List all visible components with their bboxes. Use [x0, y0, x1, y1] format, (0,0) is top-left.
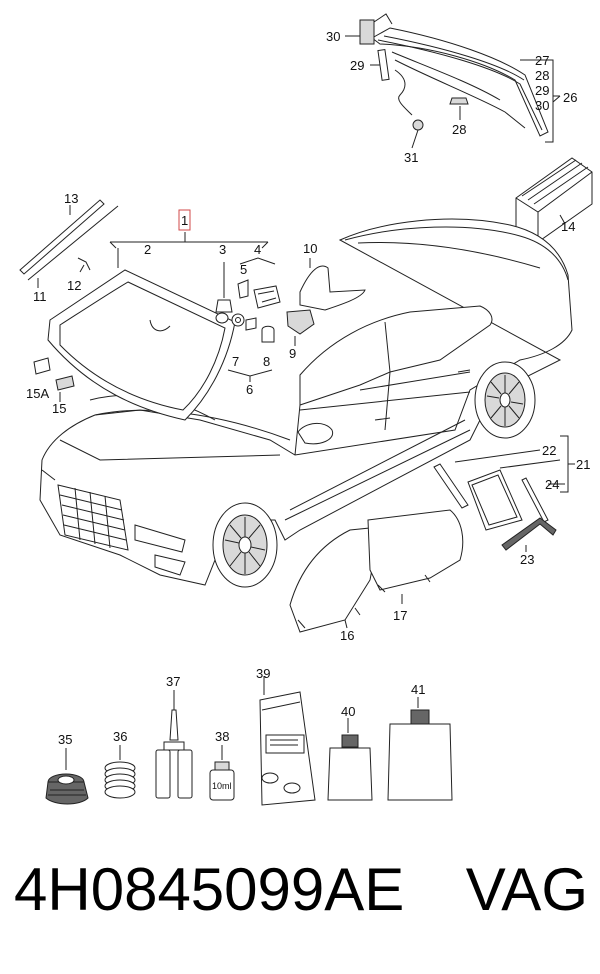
label-36: 36 — [113, 729, 127, 744]
cord-coil-part-36 — [104, 745, 136, 799]
label-1: 1 — [181, 213, 188, 228]
label-26: 26 — [563, 90, 577, 105]
label-27: 27 — [535, 53, 549, 68]
label-39: 39 — [256, 666, 270, 681]
label-35: 35 — [58, 732, 72, 747]
clip-part-8-small — [245, 317, 257, 331]
label-16: 16 — [340, 628, 354, 643]
label-10: 10 — [303, 241, 317, 256]
seal-part-24 — [521, 477, 549, 523]
label-40: 40 — [341, 704, 355, 719]
label-4: 4 — [254, 242, 261, 257]
label-17: 17 — [393, 608, 407, 623]
sunroof-glass-assembly — [371, 27, 549, 137]
pouch-part-39 — [259, 676, 316, 806]
label-5: 5 — [240, 262, 247, 277]
bracket-4 — [239, 257, 276, 265]
part-number-text: 4H0845099AE — [14, 856, 405, 923]
label-28: 28 — [535, 68, 549, 83]
bracket-1 — [109, 232, 269, 268]
clip-part-15a — [33, 357, 51, 375]
trim-part-23 — [501, 517, 557, 552]
leader-lines-21-24 — [454, 449, 565, 485]
label-29: 29 — [535, 83, 549, 98]
cable-part-31 — [394, 69, 424, 149]
label-23: 23 — [520, 552, 534, 567]
seal-part-22 — [433, 463, 469, 509]
bracket-21 — [560, 435, 575, 493]
label-24: 24 — [545, 477, 559, 492]
label-7: 7 — [232, 354, 239, 369]
cartridge-part-37 — [155, 690, 193, 799]
bottle-part-38: 10ml — [209, 745, 235, 801]
door-glass-part-17 — [367, 509, 464, 604]
label-13: 13 — [64, 191, 78, 206]
bracket-26 — [520, 59, 561, 143]
label-29-seal: 29 — [350, 58, 364, 73]
quarter-glass-part-21 — [467, 469, 523, 531]
sunroof-motor-part-30 — [345, 13, 393, 45]
bottle-text: 10ml — [212, 781, 232, 791]
label-22: 22 — [542, 443, 556, 458]
sensor-part-8 — [261, 325, 275, 343]
label-30: 30 — [535, 98, 549, 113]
clip-part-28 — [449, 97, 469, 120]
label-11: 11 — [33, 289, 47, 304]
label-9: 9 — [289, 346, 296, 361]
sensor-bracket-part-3 — [215, 262, 233, 324]
bracket-6 — [227, 369, 273, 382]
label-14: 14 — [561, 219, 575, 234]
brand-text: VAG — [465, 856, 588, 923]
label-31: 31 — [404, 150, 418, 165]
grommet-part-7 — [231, 313, 245, 327]
mirror-mount-part-9 — [286, 309, 315, 346]
bottle-part-40 — [327, 718, 373, 801]
windshield-part-2 — [47, 269, 236, 421]
door-glass-part-16 — [289, 526, 381, 633]
highlight-box-part-1 — [178, 209, 191, 231]
sunroof-seal-part-29 — [370, 49, 390, 81]
adhesive-roll-part-35 — [45, 748, 89, 805]
label-38: 38 — [215, 729, 229, 744]
label-21: 21 — [576, 457, 590, 472]
label-15: 15 — [52, 401, 66, 416]
label-2: 2 — [144, 242, 151, 257]
clip-part-15 — [55, 375, 75, 402]
part-labels: 1 2 3 4 5 6 7 8 9 10 11 12 13 14 15 15A … — [26, 29, 590, 747]
trim-strip-part-13 — [19, 199, 119, 281]
label-6: 6 — [246, 382, 253, 397]
label-37: 37 — [166, 674, 180, 689]
bottle-part-41 — [387, 697, 453, 801]
label-30-motor: 30 — [326, 29, 340, 44]
sensor-housing-part-4 — [253, 285, 281, 309]
label-8: 8 — [263, 354, 270, 369]
control-unit-part-14 — [515, 157, 593, 243]
cover-part-10 — [299, 258, 366, 311]
label-12: 12 — [67, 278, 81, 293]
car-body — [39, 218, 573, 588]
label-41: 41 — [411, 682, 425, 697]
clip-part-12 — [77, 257, 91, 273]
label-28-clip: 28 — [452, 122, 466, 137]
sensor-part-5 — [237, 279, 249, 299]
label-15a: 15A — [26, 386, 49, 401]
label-3: 3 — [219, 242, 226, 257]
